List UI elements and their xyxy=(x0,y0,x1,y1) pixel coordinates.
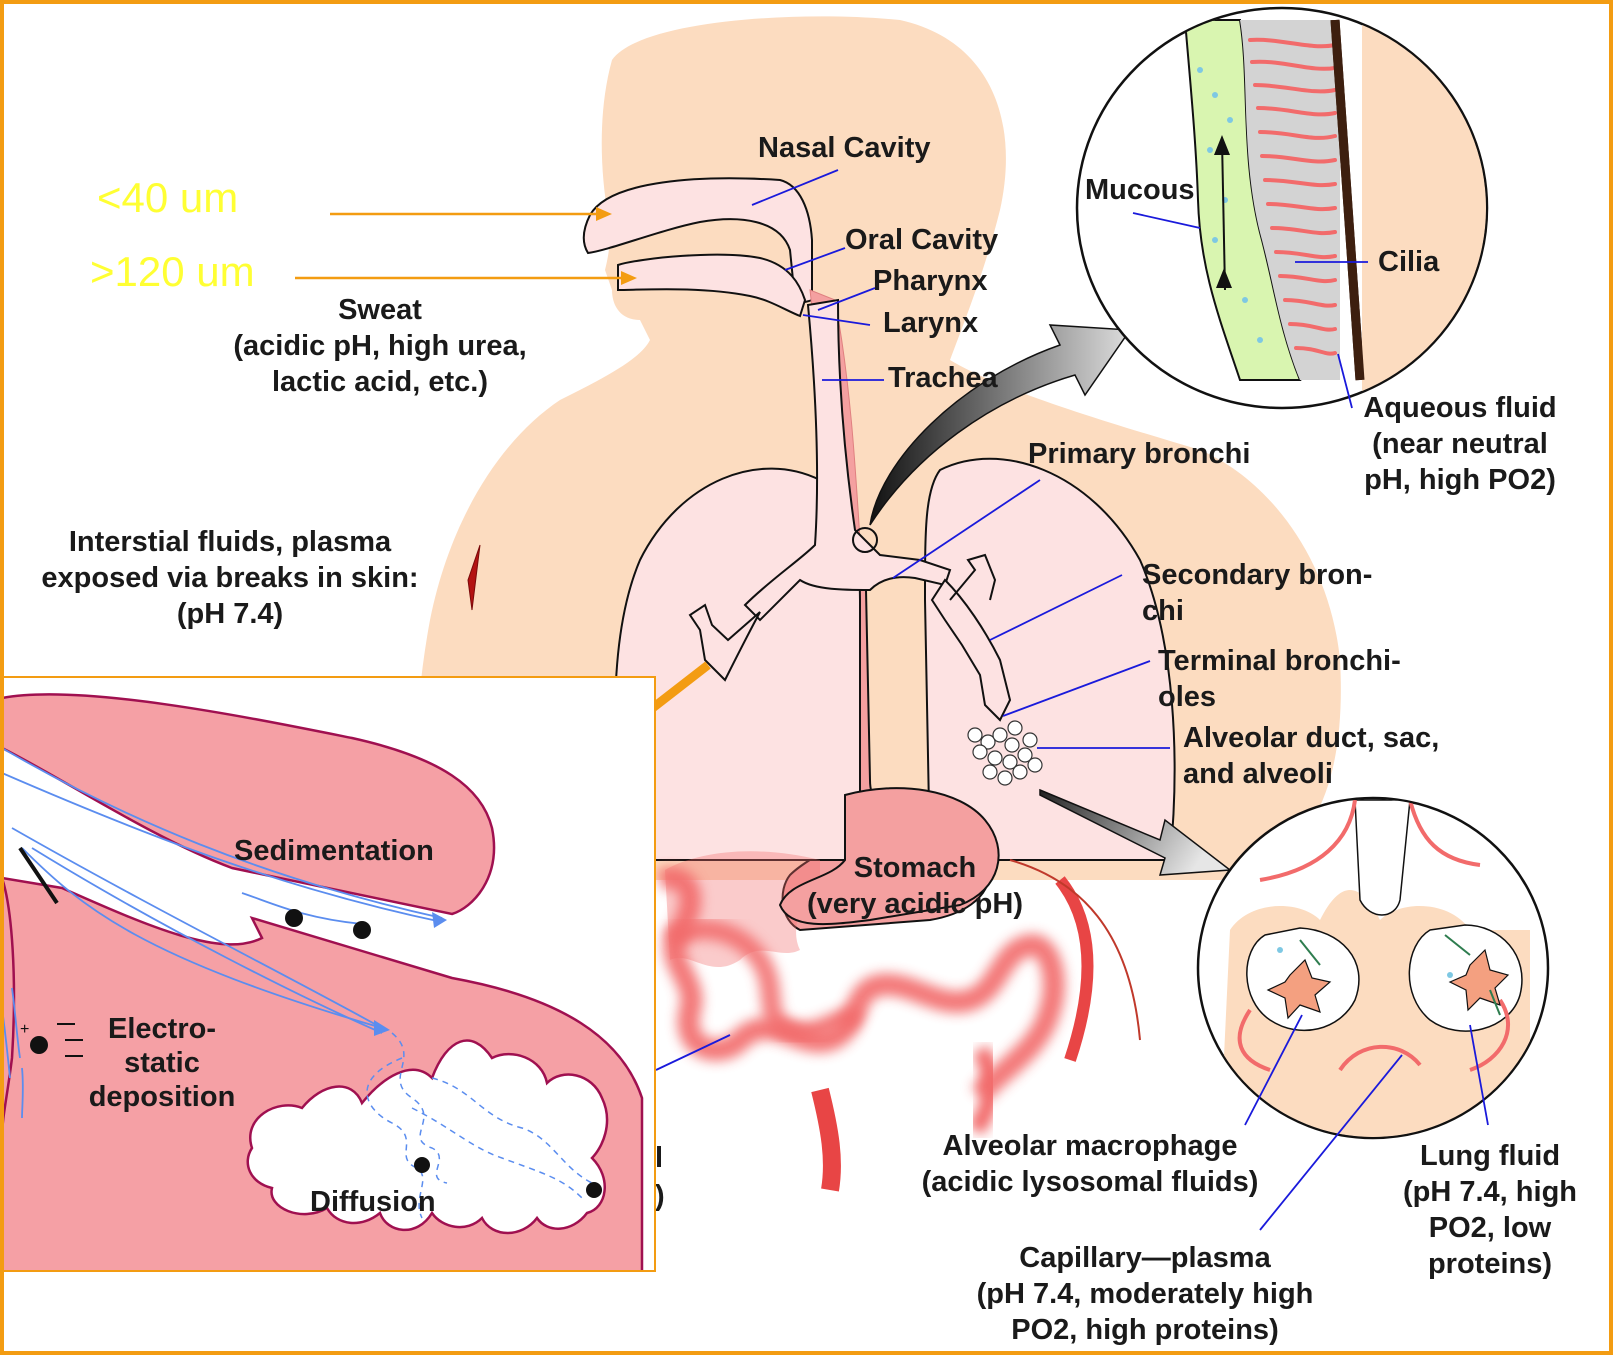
label-fragment-1: l xyxy=(655,1140,663,1176)
label-aqueous-fluid: Aqueous fluid (near neutral pH, high PO2… xyxy=(1340,390,1580,498)
label-alveolar: Alveolar duct, sac, and alveoli xyxy=(1183,720,1439,792)
label-trachea: Trachea xyxy=(888,360,998,396)
label-cilia: Cilia xyxy=(1378,244,1439,280)
label-stomach: Stomach (very acidic pH) xyxy=(795,850,1035,922)
label-capillary-plasma: Capillary—plasma (pH 7.4, moderately hig… xyxy=(945,1240,1345,1348)
alveoli-inset xyxy=(1198,798,1548,1140)
size-label-nasal: <40 um xyxy=(97,174,238,222)
label-pharynx: Pharynx xyxy=(873,263,987,299)
deposition-inset: + Sedimentation Electro- static depositi… xyxy=(0,676,656,1272)
label-diffusion: Diffusion xyxy=(310,1185,436,1219)
label-sedimentation: Sedimentation xyxy=(234,834,434,868)
label-larynx: Larynx xyxy=(883,305,978,341)
deposition-drawing: + xyxy=(2,678,656,1272)
label-oral-cavity: Oral Cavity xyxy=(845,222,998,258)
size-label-oral: >120 um xyxy=(90,248,255,296)
label-mucous: Mucous xyxy=(1085,172,1195,208)
label-fragment-2: ) xyxy=(655,1178,665,1214)
label-alveolar-macrophage: Alveolar macrophage (acidic lysosomal fl… xyxy=(905,1128,1275,1200)
label-nasal-cavity: Nasal Cavity xyxy=(758,130,931,166)
label-primary-bronchi: Primary bronchi xyxy=(1028,436,1250,472)
label-electrostatic-deposition: Electro- static deposition xyxy=(72,1012,252,1114)
label-lung-fluid: Lung fluid (pH 7.4, high PO2, low protei… xyxy=(1385,1138,1595,1282)
label-terminal-bronchioles: Terminal bronchi- oles xyxy=(1158,643,1401,715)
svg-text:+: + xyxy=(20,1021,29,1038)
label-interstitial-fluids: Interstial fluids, plasma exposed via br… xyxy=(20,524,440,632)
label-secondary-bronchi: Secondary bron- chi xyxy=(1142,557,1372,629)
label-sweat: Sweat (acidic pH, high urea, lactic acid… xyxy=(200,292,560,400)
cilia-inset xyxy=(1077,0,1502,420)
